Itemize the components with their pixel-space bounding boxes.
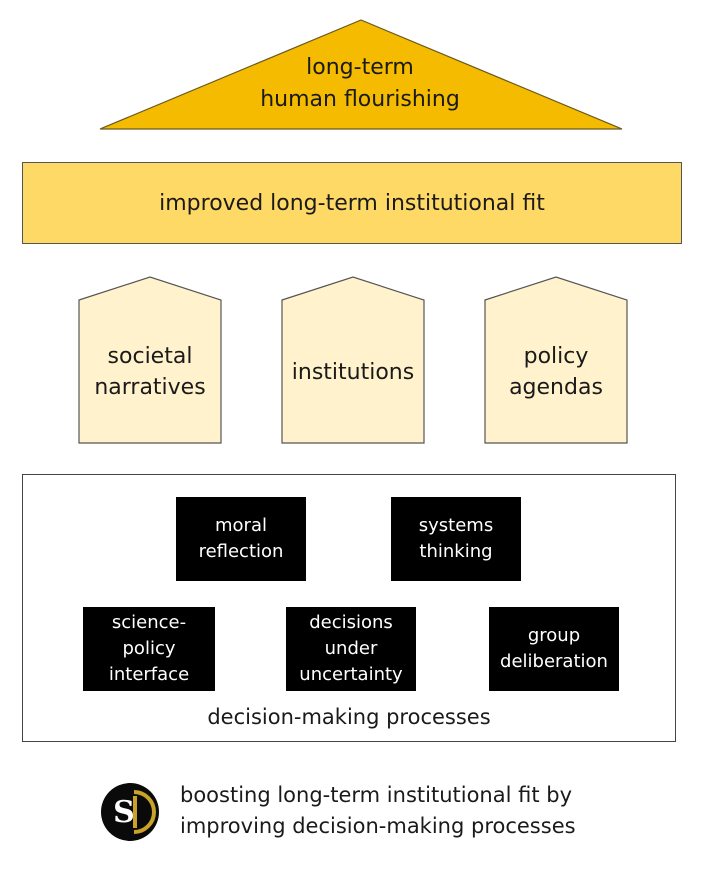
logo-letter: S (113, 795, 135, 830)
moral-reflection-block: moral reflection (176, 497, 306, 581)
pillar-policy-agendas: policy agendas (484, 276, 628, 444)
block-line: under (324, 638, 378, 659)
pillar-label-line2: agendas (509, 375, 603, 400)
block-line: deliberation (500, 651, 608, 672)
footer-caption: boosting long-term institutional fit by … (180, 780, 660, 842)
decisions-under-uncertainty-block: decisions under uncertainty (286, 607, 416, 691)
roof-label: long-term human flourishing (180, 52, 540, 116)
pillar-label-line1: institutions (291, 359, 415, 385)
pillar-label-line2: narratives (94, 375, 206, 400)
science-policy-interface-block: science- policy interface (83, 607, 215, 691)
block-line: moral (215, 515, 267, 536)
pillar-societal-narratives: societal narratives (78, 276, 222, 444)
pillar-label-line1: policy (523, 344, 589, 369)
block-line: group (527, 625, 581, 646)
systems-thinking-block: systems thinking (391, 497, 521, 581)
roof-triangle (99, 19, 623, 130)
block-line: reflection (198, 541, 284, 562)
group-deliberation-block: group deliberation (489, 607, 619, 691)
block-line: thinking (419, 541, 493, 562)
pillar-label-line1: societal (107, 344, 193, 369)
block-line: systems (418, 515, 494, 536)
caption-line2: improving decision-making processes (180, 814, 576, 838)
roof-label-line2: human flourishing (260, 87, 460, 112)
caption-line1: boosting long-term institutional fit by (180, 783, 572, 807)
pillar-institutions: institutions (281, 276, 425, 444)
block-line: policy (122, 638, 176, 659)
block-line: decisions (309, 612, 393, 633)
si-logo-icon: S (101, 783, 159, 841)
block-line: science- (111, 612, 187, 633)
decision-making-processes-box: moral reflection systems thinking scienc… (22, 474, 676, 742)
block-line: uncertainty (299, 664, 403, 685)
institutional-fit-beam: improved long-term institutional fit (22, 162, 682, 244)
beam-label: improved long-term institutional fit (159, 190, 545, 216)
block-line: interface (108, 664, 190, 685)
roof-label-line1: long-term (306, 55, 414, 80)
process-box-label: decision-making processes (207, 705, 491, 729)
